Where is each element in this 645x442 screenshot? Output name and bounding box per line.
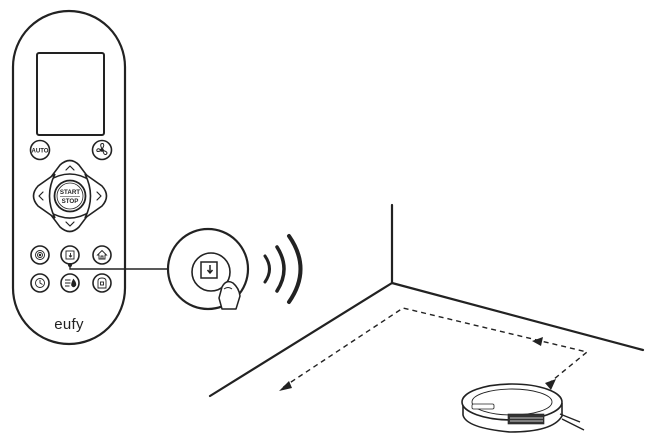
floor-left-edge xyxy=(208,281,394,398)
chevron-down-icon xyxy=(65,221,75,227)
callout-connector xyxy=(68,263,168,270)
robot-vacuum-icon xyxy=(461,383,585,433)
spot-clean-icon xyxy=(35,250,45,260)
edge-clean-icon xyxy=(65,250,75,260)
chevron-up-icon xyxy=(65,165,75,171)
auto-button-label: AUTO xyxy=(32,149,49,155)
dpad-down-button[interactable] xyxy=(47,210,92,233)
home-icon xyxy=(96,249,108,260)
stop-label: STOP xyxy=(62,198,79,205)
signal-waves-icon xyxy=(263,234,303,304)
chevron-right-icon xyxy=(96,191,102,201)
remote-screen xyxy=(36,52,105,136)
auto-button[interactable]: AUTO xyxy=(29,139,51,161)
edge-clean-button[interactable] xyxy=(60,245,80,265)
start-stop-button[interactable]: START STOP xyxy=(53,179,87,213)
dpad-up-button[interactable] xyxy=(47,159,92,182)
path-line xyxy=(281,307,589,389)
dpad-left-button[interactable] xyxy=(32,173,56,219)
path-arrow-mid xyxy=(532,337,543,346)
home-button[interactable] xyxy=(92,245,112,265)
magnified-edge-clean-callout xyxy=(166,227,250,311)
cleaning-path xyxy=(281,307,589,389)
suction-button[interactable] xyxy=(91,139,113,161)
dock-button[interactable] xyxy=(92,273,112,293)
water-level-icon xyxy=(65,278,77,288)
schedule-button[interactable] xyxy=(30,273,50,293)
path-arrow-left xyxy=(279,381,292,391)
edge-clean-icon xyxy=(200,261,218,279)
water-level-button[interactable] xyxy=(60,273,80,293)
floor-right-edge xyxy=(390,281,645,352)
start-label: START xyxy=(60,189,80,196)
path-arrow-up xyxy=(545,379,556,390)
chevron-left-icon xyxy=(38,191,44,201)
eufy-logo: eufy xyxy=(54,316,84,333)
dock-icon xyxy=(97,277,107,289)
spot-clean-button[interactable] xyxy=(30,245,50,265)
room-corner xyxy=(208,203,645,398)
dpad-right-button[interactable] xyxy=(84,173,108,219)
fan-icon xyxy=(96,142,108,156)
direction-pad xyxy=(32,159,108,233)
finger-press-icon xyxy=(218,280,241,310)
schedule-icon xyxy=(35,278,45,288)
